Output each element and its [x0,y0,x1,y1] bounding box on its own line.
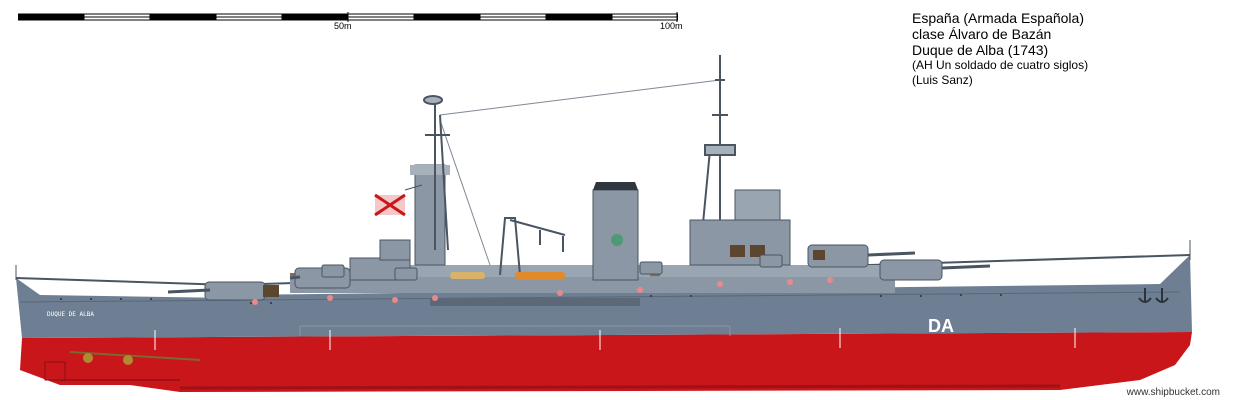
scale-label-100m: 100m [660,21,683,31]
caption-source: (AH Un soldado de cuatro siglos) [912,58,1089,72]
main-turret-a [167,281,279,301]
stay-wire [439,119,491,266]
draft-marks [154,328,1076,350]
caption-author: (Luis Sanz) [912,73,973,87]
site-credit: www.shipbucket.com [1126,387,1220,398]
anchor-icon [1138,288,1169,303]
drawing-caption: España (Armada Española) clase Álvaro de… [912,10,1088,88]
funnel [592,182,639,281]
main-turret-y [879,259,991,281]
aa-guns [252,277,833,305]
scale-label-50m: 50m [334,21,352,31]
caption-class: clase Álvaro de Bazán [912,26,1052,42]
bow-ship-name: DUQUE DE ALBA [47,311,94,318]
caption-country: España (Armada Española) [912,10,1084,26]
hull-underwater-red [20,332,1192,392]
foremast [423,95,450,251]
hull-code: DA [928,316,954,336]
scale-bar [18,12,678,22]
ship-profile-drawing: DUQUE DE ALBA DA [15,55,1192,392]
main-turret-x [807,244,916,268]
crane [499,217,566,276]
superstructure-base [290,275,895,293]
spanish-ensign [374,184,423,217]
antenna-wire [439,79,721,116]
propeller-shafts [44,351,201,381]
secondary-guns [321,254,783,281]
caption-ship-name: Duque de Alba (1743) [912,42,1049,58]
portholes [60,294,1002,304]
ships-boats [450,272,565,280]
